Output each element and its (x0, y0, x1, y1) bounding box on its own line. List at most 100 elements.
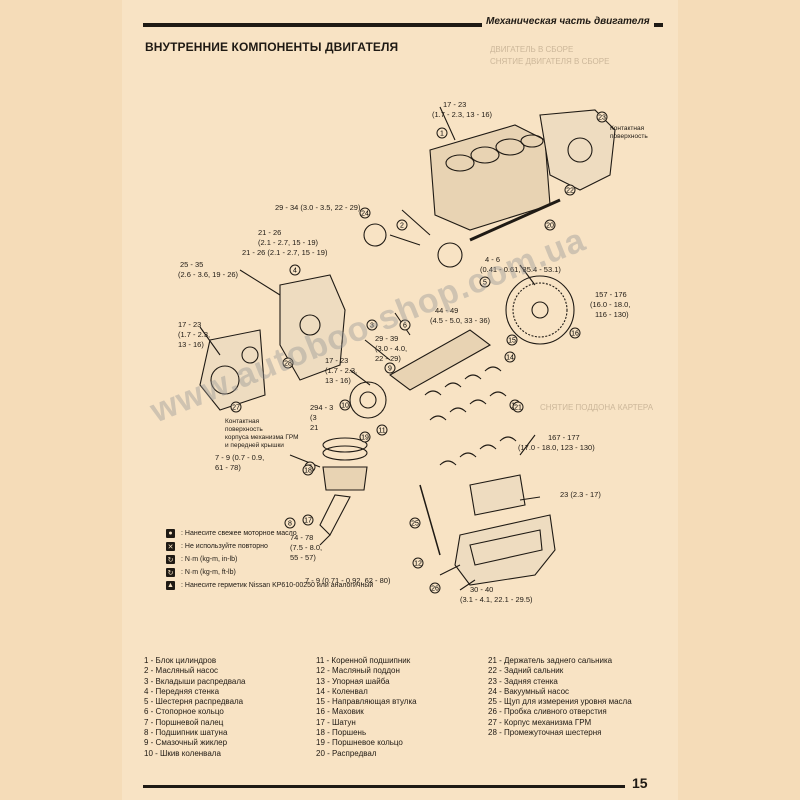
torque-callout: (17.0 - 18.0, 123 - 130) (518, 443, 595, 452)
contact-surface-note: поверхность (610, 133, 648, 140)
svg-text:16: 16 (571, 331, 579, 338)
part-number-18: 18 (302, 464, 314, 476)
torque-callout: 21 (310, 423, 318, 432)
part-number-27: 27 (230, 401, 242, 413)
svg-text:24: 24 (361, 211, 369, 218)
camshaft-drawing (469, 198, 561, 242)
svg-text:2: 2 (400, 223, 404, 230)
part-number-11: 11 (376, 424, 388, 436)
torque-callout: 7 - 9 (0.71 - 0.92, 62 - 80) (305, 576, 391, 585)
torque-callout: 116 - 130) (595, 310, 629, 319)
list-item: 10 - Шкив коленвала (144, 748, 221, 758)
legend-text: : Не используйте повторно (181, 543, 268, 550)
torque-callout: (3.0 - 4.0, (375, 344, 407, 353)
torque-callout: 4 - 6 (485, 255, 500, 264)
flywheel-drawing (505, 275, 575, 345)
part-number-14: 14 (504, 351, 516, 363)
svg-text:27: 27 (232, 405, 240, 412)
parts-list-column: 11 - Коренной подшипник 12 - Масляный по… (316, 656, 488, 759)
svg-text:1: 1 (440, 131, 444, 138)
legend-item: ● : Нанесите свежее моторное масло (166, 527, 406, 540)
list-item: 21 - Держатель заднего сальника (488, 656, 613, 665)
part-number-4: 4 (289, 264, 301, 276)
svg-text:8: 8 (288, 521, 292, 528)
part-number-22: 22 (564, 184, 576, 196)
part-number-8: 8 (284, 517, 296, 529)
crankshaft-drawing (388, 329, 492, 391)
list-item: 2 - Масляный насос (144, 666, 219, 676)
main-bearings-drawing (424, 366, 502, 396)
piston-rings-drawing (322, 437, 368, 453)
part-number-26: 26 (429, 582, 441, 594)
torque-callout: 294 - 3 (310, 403, 333, 412)
torque-callout: (3.1 - 4.1, 22.1 - 29.5) (460, 595, 533, 604)
parts-list-column: 21 - Держатель заднего сальника 22 - Зад… (488, 656, 632, 759)
contact-surface-note: и передней крышки (225, 441, 284, 449)
svg-text:26: 26 (431, 586, 439, 593)
contact-surface-note: корпуса механизма ГРМ (225, 434, 299, 441)
legend-text: : N·m (kg-m, in-lb) (181, 556, 238, 563)
list-item: 8 - Подшипник шатуна (144, 728, 228, 738)
header-rule (143, 23, 663, 27)
parts-list-column: 1 - Блок цилиндров 2 - Масляный насос 3 … (144, 656, 316, 759)
list-item: 16 - Маховик (316, 707, 364, 717)
list-item: 3 - Вкладыши распредвала (144, 676, 246, 686)
torque-callout: (3 (310, 413, 317, 422)
section-title: ВНУТРЕННИЕ КОМПОНЕНТЫ ДВИГАТЕЛЯ (145, 40, 399, 54)
legend-item: ✕ : Не используйте повторно (166, 540, 406, 553)
list-item: 6 - Стопорное кольцо (144, 707, 224, 717)
svg-text:14: 14 (506, 355, 514, 362)
torque-callout: (7.5 - 8.0, (290, 543, 322, 552)
part-number-20: 20 (544, 219, 556, 231)
list-item: 14 - Коленвал (316, 686, 368, 696)
torque-callout: 61 - 78) (215, 463, 241, 472)
part-number-markers: 1 2 3 4 5 6 7 8 9 10 11 12 13 14 15 16 1… (230, 111, 608, 594)
list-item: 19 - Поршневое кольцо (316, 738, 403, 748)
svg-text:5: 5 (483, 280, 487, 287)
running-header: Механическая часть двигателя (482, 16, 654, 27)
svg-text:20: 20 (546, 223, 554, 230)
list-item: 17 - Шатун (316, 717, 356, 727)
svg-text:3: 3 (370, 323, 374, 330)
svg-text:21: 21 (514, 405, 522, 412)
part-number-28: 28 (282, 357, 294, 369)
part-number-16: 16 (569, 327, 581, 339)
bleed-through-text: СНЯТИЕ ПОДДОНА КАРТЕРА (540, 403, 654, 412)
page-number: 15 (632, 775, 648, 791)
list-item: 11 - Коренной подшипник (316, 656, 411, 665)
torque-callout: (4.5 - 5.0, 33 - 36) (430, 316, 491, 325)
torque-callout: 29 - 39 (375, 334, 398, 343)
list-item: 15 - Направляющая втулка (316, 697, 417, 707)
cylinder-block-drawing (429, 124, 551, 231)
svg-text:12: 12 (414, 561, 422, 568)
crank-pulley-drawing (349, 381, 387, 419)
part-number-19: 19 (359, 431, 371, 443)
part-number-10: 10 (339, 399, 351, 411)
torque-callout: 22 - 29) (375, 354, 401, 363)
torque-callout: 17 - 23 (178, 320, 201, 329)
bearing-caps-drawing (439, 436, 517, 466)
svg-text:15: 15 (508, 338, 516, 345)
legend-item: ▲ : Нанесите герметик Nissan KP610-00250… (166, 579, 406, 592)
torque-callout: 55 - 57) (290, 553, 316, 562)
list-item: 26 - Пробка сливного отверстия (488, 707, 607, 717)
torque-in-lb-icon: ↻ (166, 555, 175, 564)
legend-item: ↻ : N·m (kg-m, in-lb) (166, 553, 406, 566)
torque-callout: 167 - 177 (548, 433, 580, 442)
symbol-legend: ● : Нанесите свежее моторное масло ✕ : Н… (166, 527, 406, 592)
footer-rule (143, 785, 625, 788)
list-item: 7 - Поршневой палец (144, 717, 224, 727)
torque-callout: 157 - 176 (595, 290, 627, 299)
parts-list: 1 - Блок цилиндров 2 - Масляный насос 3 … (144, 656, 664, 759)
contact-surface-note: поверхность (225, 426, 263, 433)
torque-callout: 30 - 40 (470, 585, 493, 594)
list-item: 12 - Масляный поддон (316, 666, 400, 676)
svg-text:6: 6 (403, 323, 407, 330)
rear-plate-drawing (539, 109, 616, 191)
torque-callout: 44 - 49 (435, 306, 458, 315)
list-item: 9 - Смазочный жиклер (144, 738, 228, 748)
torque-callout: 7 - 9 (0.7 - 0.9, (215, 453, 264, 462)
part-number-24: 24 (359, 207, 371, 219)
part-number-2: 2 (396, 219, 408, 231)
list-item: 22 - Задний сальник (488, 666, 564, 676)
